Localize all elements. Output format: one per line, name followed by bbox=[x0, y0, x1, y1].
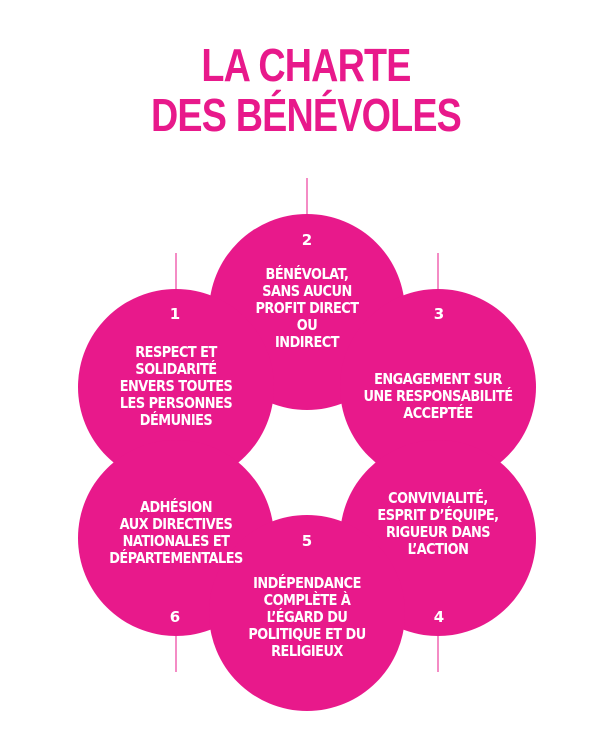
petal-2-number: 2 bbox=[301, 231, 313, 249]
petal-4-number: 4 bbox=[433, 608, 445, 626]
petal-3-text: ENGAGEMENT SUR UNE RESPONSABILITÉ ACCEPT… bbox=[363, 370, 513, 422]
petal-3-number: 3 bbox=[433, 305, 445, 323]
petal-5-text: INDÉPENDANCE COMPLÈTE À L’ÉGARD DU POLIT… bbox=[248, 574, 366, 660]
petal-4-text: CONVIVIALITÉ, ESPRIT D’ÉQUIPE, RIGUEUR D… bbox=[377, 489, 499, 558]
title-line-2: DES BÉNÉVOLES bbox=[150, 89, 462, 141]
petal-3 bbox=[340, 289, 536, 485]
petal-1-number: 1 bbox=[169, 305, 181, 323]
petal-6-number: 6 bbox=[169, 608, 181, 626]
petal-1 bbox=[78, 289, 274, 485]
petal-1-text: RESPECT ET SOLIDARITÉ ENVERS TOUTES LES … bbox=[119, 343, 233, 429]
page-title: LA CHARTE DES BÉNÉVOLES bbox=[55, 40, 557, 140]
petal-5-number: 5 bbox=[301, 532, 313, 550]
petal-5 bbox=[209, 515, 405, 711]
title-line-1: LA CHARTE bbox=[201, 39, 411, 91]
petal-6-text: ADHÉSION AUX DIRECTIVES NATIONALES ET DÉ… bbox=[109, 498, 243, 567]
petal-2-text: BÉNÉVOLAT, SANS AUCUN PROFIT DIRECT OU I… bbox=[255, 265, 359, 351]
